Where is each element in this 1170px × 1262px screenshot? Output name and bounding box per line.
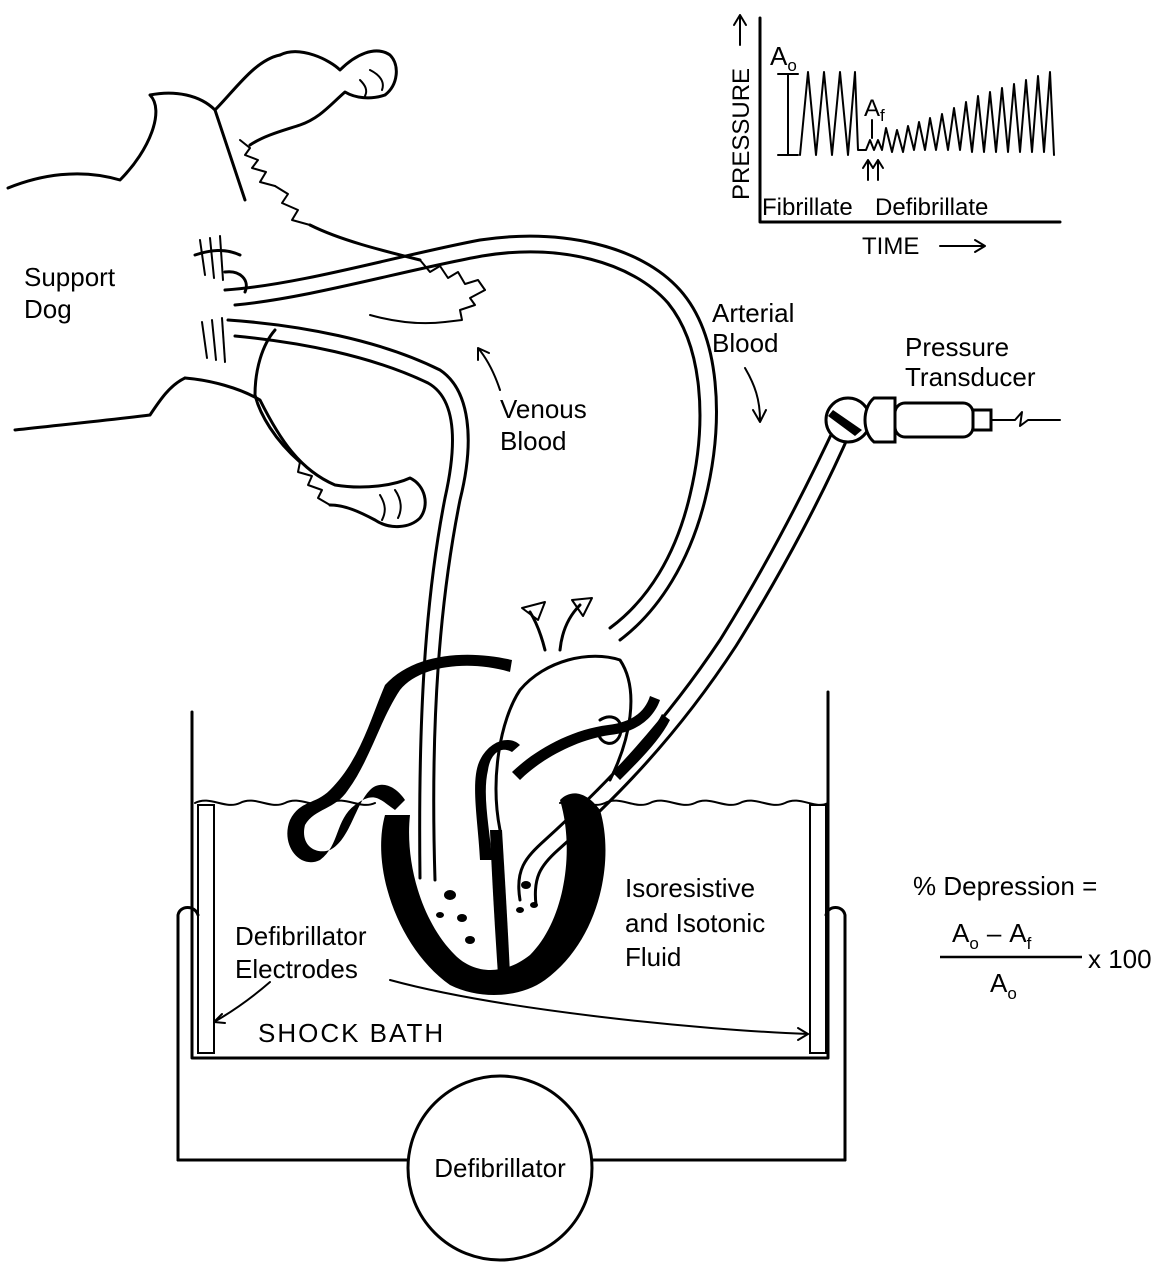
svg-text:Electrodes: Electrodes — [235, 954, 358, 984]
fibrillate-label: Fibrillate — [762, 194, 853, 221]
shock-bath-label: SHOCK BATH — [258, 1018, 445, 1048]
chamber-dots — [436, 881, 538, 944]
plot-axes — [760, 18, 1060, 222]
svg-text:Fluid: Fluid — [625, 942, 681, 972]
left-electrode-plate — [198, 805, 214, 1053]
svg-text:Support: Support — [24, 262, 116, 292]
defibrillate-label: Defibrillate — [875, 194, 988, 221]
formula-lhs: % Depression = — [913, 871, 1097, 901]
defibrillator-label: Defibrillator — [434, 1153, 566, 1183]
electrodes-label: Defibrillator Electrodes — [235, 921, 367, 984]
svg-text:Defibrillator: Defibrillator — [235, 921, 367, 951]
pressure-time-inset-plot: PRESSURE TIME Ao Af Fibrillate Defibrill… — [728, 15, 1060, 260]
pressure-trace — [800, 72, 1054, 155]
formula-multiplier: x 100 — [1088, 944, 1152, 974]
svg-text:Transducer: Transducer — [905, 362, 1036, 392]
af-label: Af — [864, 95, 885, 125]
fluid-label: Isoresistive and Isotonic Fluid — [625, 873, 765, 972]
svg-text:Dog: Dog — [24, 294, 72, 324]
svg-text:Blood: Blood — [500, 426, 567, 456]
right-electrode-plate — [810, 805, 826, 1053]
svg-text:Pressure: Pressure — [905, 332, 1009, 362]
svg-text:and Isotonic: and Isotonic — [625, 908, 765, 938]
pressure-transducer — [826, 398, 1060, 442]
pressure-transducer-label: Pressure Transducer — [905, 332, 1036, 392]
time-axis-label: TIME — [862, 233, 919, 260]
svg-text:Arterial: Arterial — [712, 298, 794, 328]
depression-formula: % Depression = Ao–Af Ao x 100 — [913, 871, 1152, 1003]
a0-label: Ao — [770, 41, 797, 75]
formula-denominator: Ao — [990, 968, 1017, 1003]
arterial-blood-label: Arterial Blood — [712, 298, 794, 422]
venous-blood-tube — [228, 320, 468, 880]
svg-text:Venous: Venous — [500, 394, 587, 424]
support-dog-label: Support Dog — [24, 262, 116, 324]
venous-blood-label: Venous Blood — [478, 348, 587, 456]
pressure-axis-label: PRESSURE — [728, 68, 755, 200]
svg-text:Blood: Blood — [712, 328, 779, 358]
formula-numerator: Ao–Af — [952, 918, 1032, 953]
svg-text:Isoresistive: Isoresistive — [625, 873, 755, 903]
